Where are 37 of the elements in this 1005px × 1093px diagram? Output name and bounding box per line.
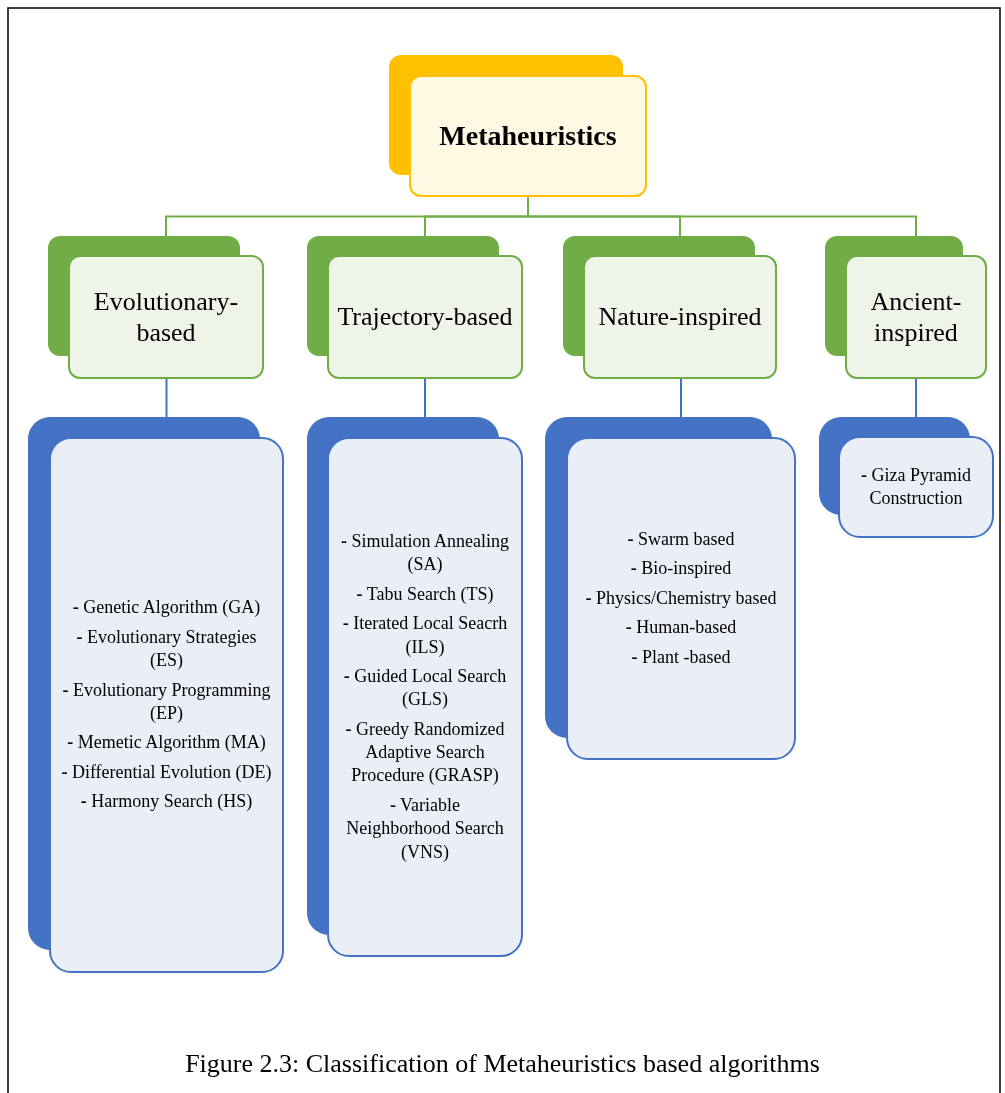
category-label: Trajectory-based [337, 301, 513, 333]
list-item: - Harmony Search (HS) [80, 790, 253, 814]
list-box [28, 417, 284, 973]
category-label: Nature-inspired [598, 301, 762, 333]
list-item: - Evolutionary Programming (EP) [61, 678, 272, 725]
list-item: - Swarm based [627, 528, 735, 551]
list-item: - Human-based [625, 616, 737, 640]
list-item: - Evolutionary Strategies (ES) [75, 625, 258, 673]
list-item: - Genetic Algorithm (GA) [72, 596, 261, 620]
category-box [307, 236, 523, 379]
category-label: Evolutionary-based [92, 285, 240, 349]
list-item: - Tabu Search (TS) [356, 582, 494, 606]
list-item: - Simulation Annealing (SA) [340, 529, 510, 577]
category-box [48, 236, 264, 379]
list-item: - Guided Local Search (GLS) [342, 664, 508, 712]
category-box [825, 236, 987, 379]
list-item: - Giza Pyramid Construction [860, 463, 972, 510]
figure-caption: Figure 2.3: Classification of Metaheuristics based algorithms [185, 1048, 820, 1080]
category-label: Ancient-inspired [869, 285, 963, 349]
list-item: - Iterated Local Seacrh (ILS) [341, 612, 509, 659]
category-box [563, 236, 777, 379]
list-box [819, 417, 994, 538]
connector-line [680, 378, 682, 418]
list-item: - Memetic Algorithm (MA) [67, 731, 266, 755]
connector-line [165, 378, 168, 418]
list-item: - Physics/Chemistry based [585, 586, 777, 610]
connector-line [424, 378, 426, 418]
list-box [307, 417, 523, 957]
root-label: Metaheuristics [439, 119, 617, 153]
connector-line [915, 378, 917, 418]
root-box [389, 55, 647, 197]
list-item: - Greedy Randomized Adaptive Search Procedure (GRASP) [344, 717, 506, 788]
list-box [545, 417, 796, 760]
list-item: - Differential Evolution (DE) [61, 760, 272, 784]
list-item: - Bio-inspired [630, 557, 732, 581]
list-item: - Plant -based [631, 645, 731, 669]
list-item: - Variable Neighborhood Search (VNS) [345, 793, 505, 864]
